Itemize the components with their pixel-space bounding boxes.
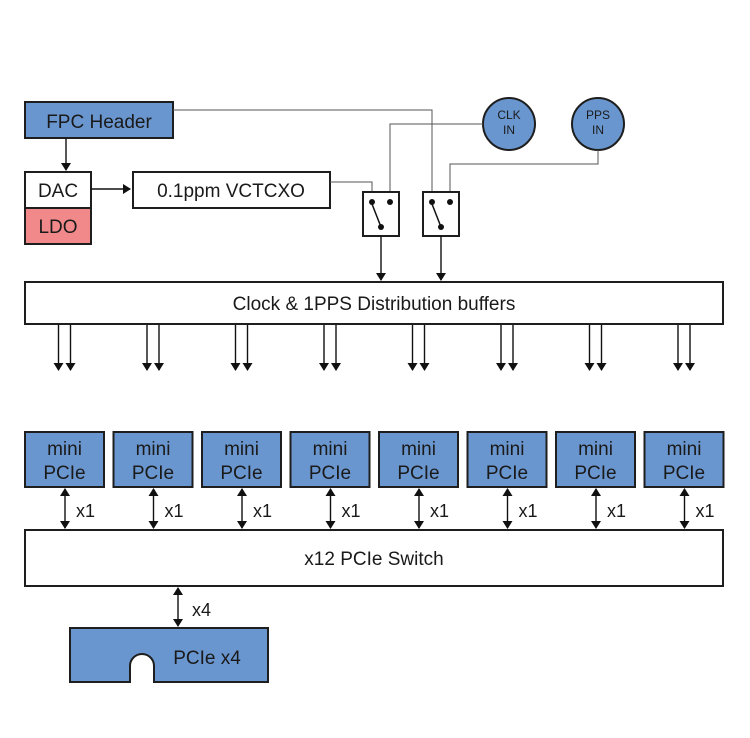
mini-pcie-label-line2: PCIe — [397, 463, 439, 484]
mini-pcie-box — [24, 431, 105, 488]
buffer-output-pair — [584, 325, 607, 371]
mini-pcie-box — [289, 431, 371, 488]
pcie-link-label: x1 — [430, 501, 449, 521]
mini-pcie-label-line2: PCIe — [663, 463, 705, 484]
buffer-output-pair — [496, 325, 518, 371]
pcie-switch-block: x12 PCIe Switch — [24, 529, 724, 587]
fpc-to-switch-wire — [173, 109, 433, 196]
pps-in-label-line1: PPS — [586, 108, 610, 122]
mini-pcie-label-line1: mini — [401, 439, 436, 460]
pps-select-switch — [422, 191, 460, 237]
pcie-link-label: x1 — [519, 501, 538, 521]
pcie-link-label: x1 — [76, 501, 95, 521]
buffer-output-pair — [673, 325, 695, 371]
dac-block: DAC — [24, 171, 92, 209]
mini-pcie-label-line1: mini — [47, 439, 82, 460]
mini-pcie-box — [201, 431, 282, 488]
clk-in-wire — [389, 123, 483, 196]
vctcxo-label: 0.1ppm VCTCXO — [157, 181, 305, 202]
pcie-x4-connector: PCIe x4 — [69, 627, 269, 683]
mini-pcie-label-line2: PCIe — [43, 463, 85, 484]
mini-pcie-label-line1: mini — [490, 439, 525, 460]
fpc-header-block: FPC Header — [24, 101, 174, 139]
pcie-link-label: x1 — [342, 501, 361, 521]
buffer-outputs — [53, 325, 695, 371]
vctcxo-block: 0.1ppm VCTCXO — [132, 171, 331, 209]
buffer-output-pair — [407, 325, 430, 371]
mini-pcie-label-line1: mini — [136, 439, 171, 460]
mini-pcie-label-line2: PCIe — [309, 463, 351, 484]
clk-in-connector: CLK IN — [482, 97, 536, 151]
pps-in-wire — [449, 150, 599, 196]
pcie-x4-label: PCIe x4 — [173, 648, 241, 669]
uplink-label: x4 — [192, 600, 211, 620]
pcie-link-label: x1 — [607, 501, 626, 521]
mini-pcie-label-line1: mini — [224, 439, 259, 460]
dac-label: DAC — [38, 181, 78, 202]
mini-pcie-label-line2: PCIe — [220, 463, 262, 484]
mini-pcie-box — [466, 431, 548, 488]
pps-in-connector: PPS IN — [571, 97, 625, 151]
mini-pcie-box — [112, 431, 194, 488]
buffer-output-pair — [230, 325, 253, 371]
mini-pcie-box — [643, 431, 725, 488]
clk-in-label-line1: CLK — [497, 108, 520, 122]
ldo-block: LDO — [24, 207, 92, 245]
mini-pcie-label-line2: PCIe — [486, 463, 528, 484]
mini-pcie-box — [378, 431, 459, 488]
mini-pcie-label-line2: PCIe — [132, 463, 174, 484]
mini-pcie-label-line1: mini — [313, 439, 348, 460]
pcie-switch-label: x12 PCIe Switch — [304, 549, 443, 570]
pcie-link-label: x1 — [696, 501, 715, 521]
distribution-buffers-label: Clock & 1PPS Distribution buffers — [233, 294, 516, 315]
fpc-header-label: FPC Header — [46, 112, 152, 133]
pcie-link-label: x1 — [165, 501, 184, 521]
buffer-output-pair — [142, 325, 164, 371]
mini-pcie-label-line1: mini — [578, 439, 613, 460]
mini-pcie-box — [555, 431, 636, 488]
clk-in-label-line2: IN — [503, 123, 515, 137]
ldo-label: LDO — [38, 217, 77, 238]
mini-pcie-label-line1: mini — [667, 439, 702, 460]
distribution-buffers-block: Clock & 1PPS Distribution buffers — [24, 281, 724, 325]
clock-select-switch — [362, 191, 400, 237]
pps-in-label-line2: IN — [592, 123, 604, 137]
buffer-output-pair — [319, 325, 341, 371]
pcie-link-label: x1 — [253, 501, 272, 521]
mini-pcie-label-line2: PCIe — [574, 463, 616, 484]
buffer-output-pair — [53, 325, 76, 371]
